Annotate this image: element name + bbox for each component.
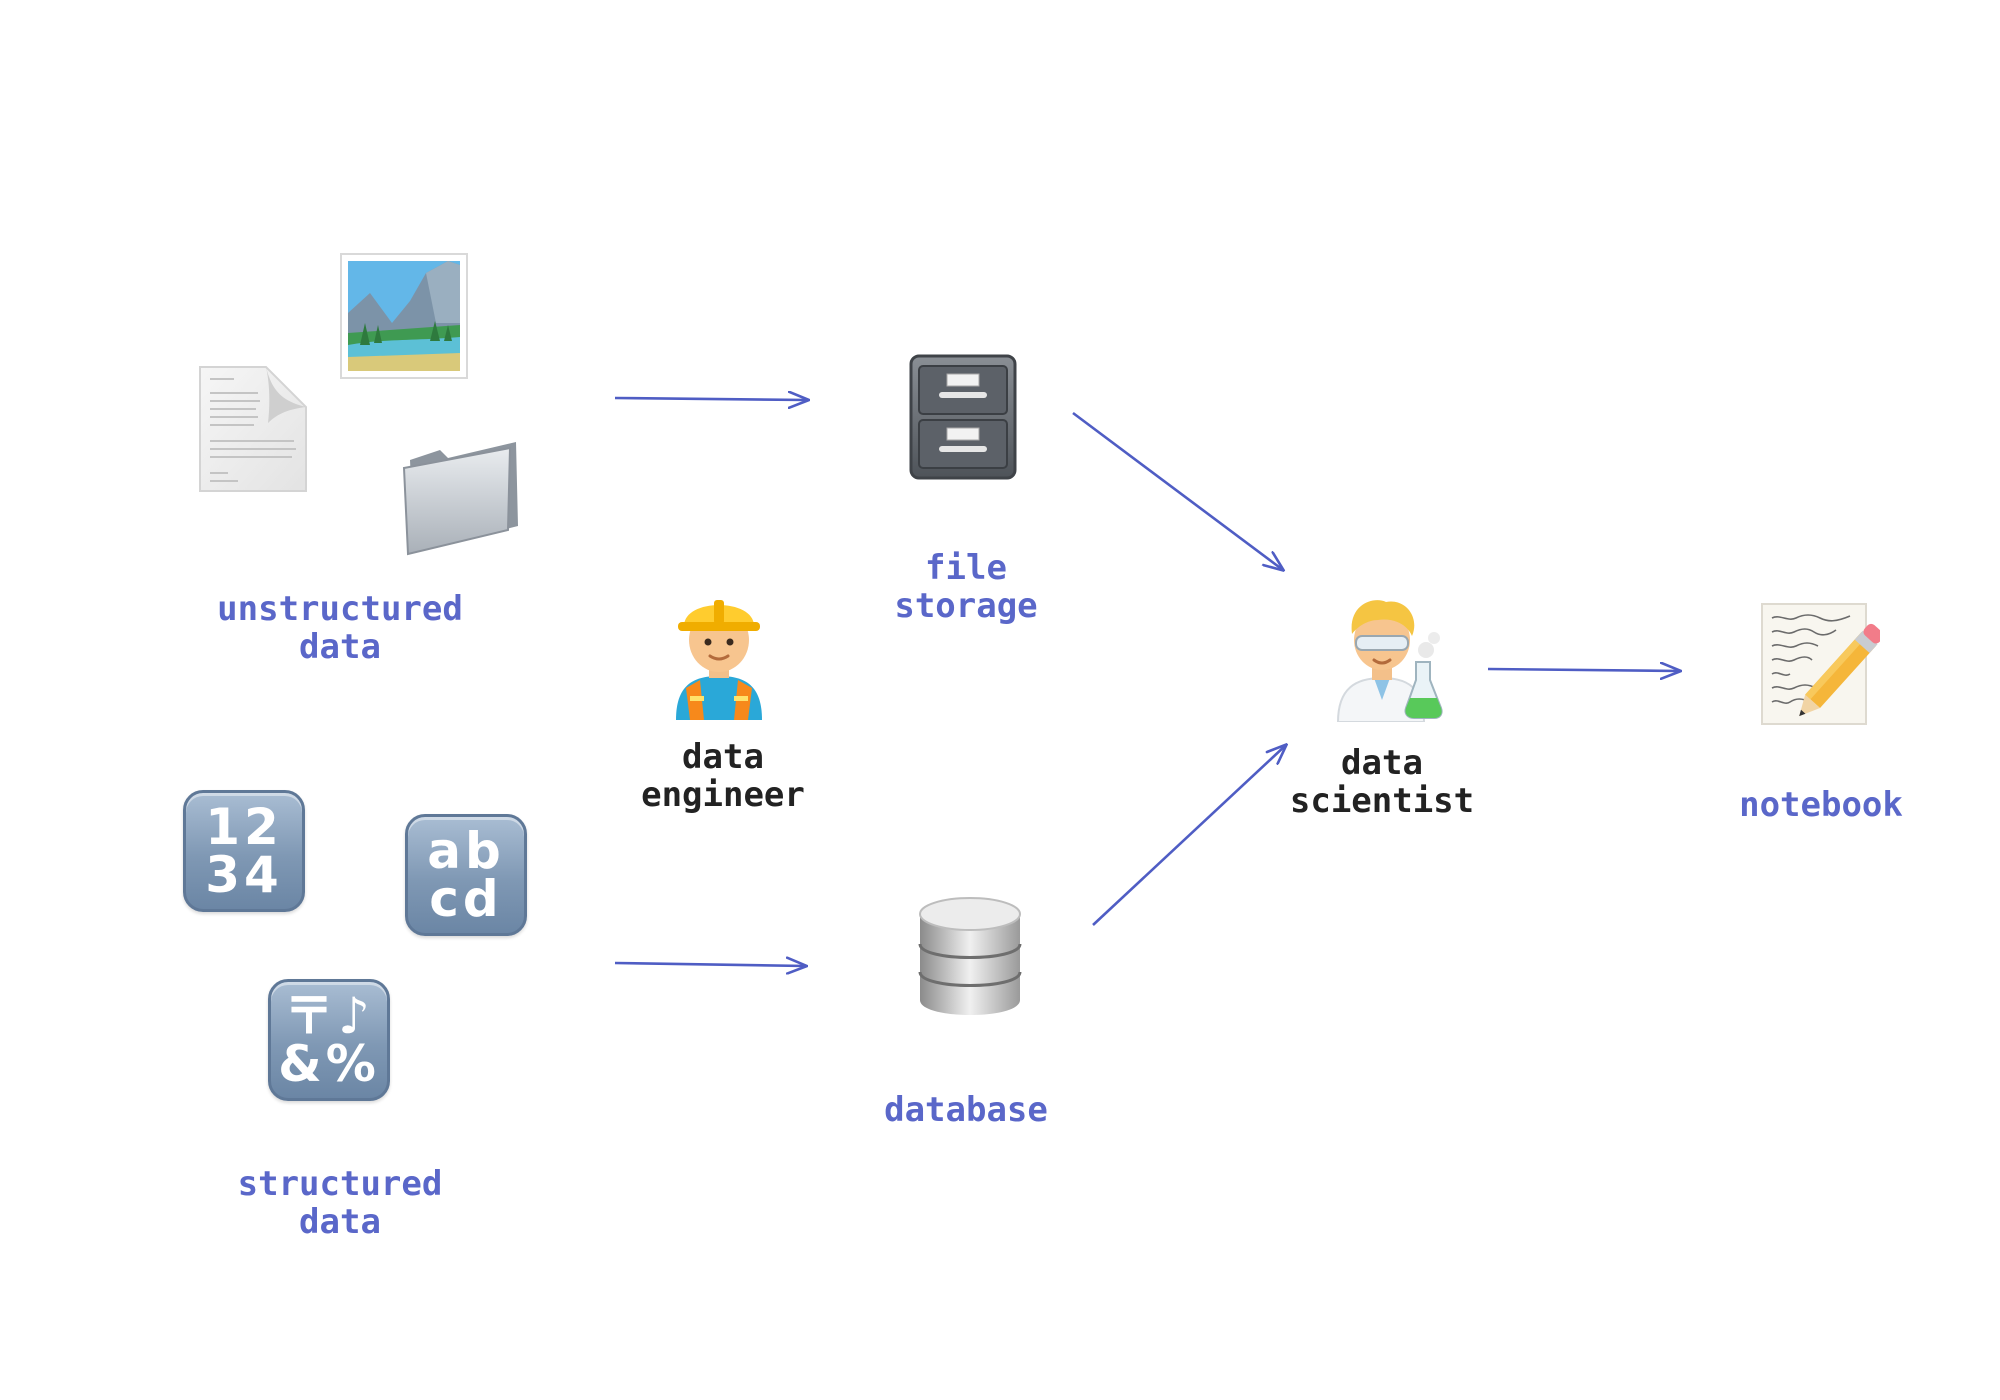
database-label: database	[884, 1091, 1048, 1129]
arrow-structured-to-database	[614, 963, 806, 966]
unstructured-data-label: unstructured data	[217, 590, 463, 666]
data-scientist-label: data scientist	[1290, 744, 1474, 820]
database-icon	[918, 897, 1022, 1015]
data-scientist-label-line-2: scientist	[1289, 781, 1475, 821]
input-letters-keycap: ab cd	[405, 814, 527, 936]
input-numbers-keycap: 12 34	[183, 790, 305, 912]
structured-data-label-line-2: data	[299, 1202, 381, 1242]
notebook-label-line-1: notebook	[1739, 785, 1903, 825]
data-engineer-label: data engineer	[641, 738, 805, 814]
keycap-symbols-row-2: &%	[278, 1035, 380, 1093]
arrow-file-storage-to-scientist	[1072, 411, 1283, 570]
structured-data-label-line-1: structured	[237, 1164, 443, 1204]
input-symbols-keycap: 〒♪ &%	[268, 979, 390, 1101]
arrow-unstructured-to-file-storage	[614, 398, 808, 400]
data-scientist-label-line-1: data	[1341, 743, 1423, 783]
data-engineer-label-line-1: data	[682, 737, 764, 777]
file-storage-label-line-2: storage	[894, 586, 1038, 626]
document-icon	[199, 366, 307, 492]
arrow-database-to-scientist	[1092, 745, 1286, 926]
data-engineer-label-line-2: engineer	[641, 775, 805, 815]
folder-icon	[402, 442, 518, 556]
memo-icon	[1761, 603, 1880, 725]
scientist-icon	[1336, 600, 1443, 722]
framed-picture-icon	[340, 253, 468, 379]
file-cabinet-icon	[909, 354, 1017, 480]
construction-worker-icon	[676, 600, 762, 720]
database-label-line-1: database	[884, 1090, 1048, 1130]
arrow-scientist-to-notebook	[1487, 669, 1680, 671]
unstructured-data-label-line-2: data	[299, 627, 381, 667]
keycap-numbers-row-2: 34	[205, 846, 283, 904]
unstructured-data-label-line-1: unstructured	[217, 589, 463, 629]
structured-data-label: structured data	[238, 1165, 443, 1241]
keycap-letters-row-2: cd	[429, 870, 503, 928]
file-storage-label-line-1: file	[925, 548, 1007, 588]
keycap-numbers-row-1: 12	[205, 798, 283, 856]
keycap-letters-row-1: ab	[427, 822, 505, 880]
notebook-label: notebook	[1739, 786, 1903, 824]
keycap-symbols-row-1: 〒♪	[284, 987, 374, 1045]
file-storage-label: file storage	[894, 549, 1037, 625]
